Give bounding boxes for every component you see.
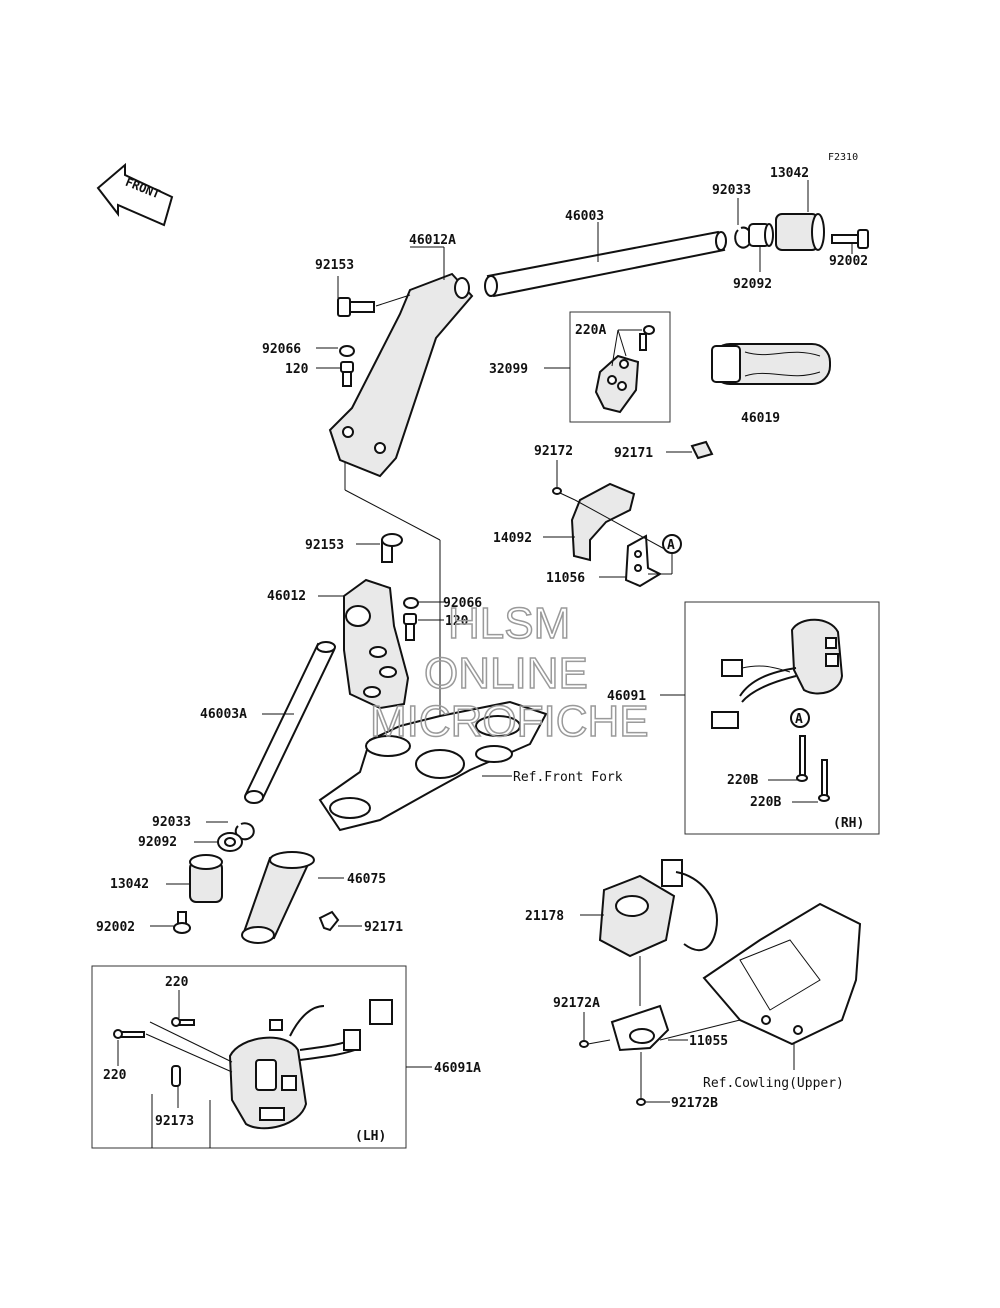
label-220-b: 220 [103,1068,127,1083]
label-46012: 46012 [267,589,306,604]
steering-stem-triple-clamp [318,700,548,832]
label-46003: 46003 [565,209,604,224]
unit-21178 [598,859,718,958]
bolt-92153-mid [381,533,403,563]
grip-46019 [711,343,831,385]
label-220B-2: 220B [750,795,781,810]
screw-92172A [579,1039,611,1048]
diagram-code: F2310 [828,152,858,163]
label-220-a: 220 [165,975,189,990]
grip-46075 [241,851,315,944]
handlebar-holder-46012A [328,272,474,478]
screw-220-a [171,1017,195,1027]
clamp-32099 [594,354,640,414]
label-92092-top: 92092 [733,277,772,292]
ref-cowling-upper: Ref.Cowling(Upper) [703,1076,844,1091]
lh-switch-box [91,965,407,1149]
rh-switch-box [684,601,880,835]
watermark-line3: MICROFICHE [370,697,649,746]
label-32099: 32099 [489,362,528,377]
label-120-top: 120 [285,362,309,377]
label-92173: 92173 [155,1114,194,1129]
callout-A-rh [790,708,810,728]
clamp-32099-box [569,311,671,423]
collar-92092-top [748,223,774,247]
label-92172-top: 92172 [534,444,573,459]
label-46091: 46091 [607,689,646,704]
upper-cowling [702,902,862,1046]
handlebar-weight-13042-bot [189,854,223,903]
label-92033-top: 92033 [712,183,751,198]
front-direction-arrow-icon: FRONT [96,162,174,227]
bolt-92153-top [337,297,375,317]
label-13042-top: 13042 [770,166,809,181]
handlebar-holder-46012 [343,578,410,710]
callout-A-top-label: A [667,538,675,553]
label-220A: 220A [575,323,606,338]
label-92153-top: 92153 [315,258,354,273]
watermark-line2: ONLINE [424,649,588,698]
handlebar-pipe-46003A [244,641,336,804]
cover-14092 [570,482,636,562]
label-11055: 11055 [689,1034,728,1049]
bracket-92173 [171,1065,181,1087]
lh-handlebar-switch [228,999,393,1130]
label-21178: 21178 [525,909,564,924]
screw-220A [639,325,655,351]
label-14092: 14092 [493,531,532,546]
label-46019: 46019 [741,411,780,426]
watermark-line1: HLSM [448,599,570,648]
clip-92171-bot [318,910,340,932]
handlebar-weight-13042-top [775,213,825,251]
label-220B-1: 220B [727,773,758,788]
snap-ring-92033-top [734,226,753,249]
screw-92172-top [552,487,576,501]
label-92092-bot: 92092 [138,835,177,850]
label-92033-bot: 92033 [152,815,191,830]
label-120-mid: 120 [445,614,469,629]
screw-220B-2 [818,759,830,802]
label-46091A: 46091A [434,1061,481,1076]
label-lh: (LH) [355,1129,386,1144]
collar-92092-bot [217,832,243,852]
snap-ring-92033-bot [234,822,255,841]
label-92172B: 92172B [671,1096,718,1111]
label-46003A: 46003A [200,707,247,722]
bracket-11055 [610,1004,670,1052]
label-92172A: 92172A [553,996,600,1011]
label-92171-top: 92171 [614,446,653,461]
washer-92066-mid [403,597,419,609]
screw-220-b [113,1029,145,1039]
label-11056: 11056 [546,571,585,586]
ref-front-fork: Ref.Front Fork [513,770,623,785]
rh-handlebar-switch [711,618,844,729]
watermark: HLSM ONLINE MICROFICHE [369,598,649,747]
label-92153-mid: 92153 [305,538,344,553]
label-13042-bot: 13042 [110,877,149,892]
label-46075: 46075 [347,872,386,887]
label-46012A: 46012A [409,233,456,248]
clip-92171-top [690,440,714,460]
label-92002-bot: 92002 [96,920,135,935]
label-92002-top: 92002 [829,254,868,269]
bolt-120-top [340,361,354,387]
label-92171-bot: 92171 [364,920,403,935]
bolt-120-mid [403,613,417,641]
screw-220B-1 [796,735,808,782]
screw-92002-top [831,229,869,249]
label-rh: (RH) [833,816,864,831]
handlebar-pipe-46003 [484,230,727,298]
label-92066-mid: 92066 [443,596,482,611]
callout-A-rh-label: A [795,712,803,727]
label-92066-top: 92066 [262,342,301,357]
screw-92172B [636,1098,646,1106]
washer-92066-top [339,345,355,357]
screw-92002-bot [173,911,191,934]
